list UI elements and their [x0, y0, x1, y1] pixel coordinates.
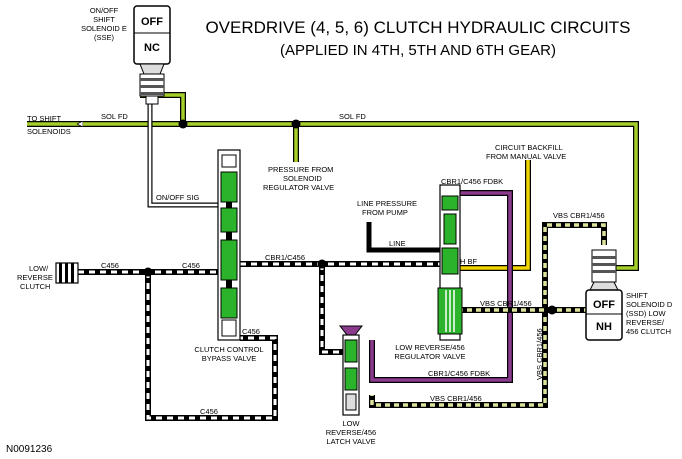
- circuit-backfill-label-2: FROM MANUAL VALVE: [486, 152, 566, 161]
- latch-valve-label-1: LOW: [342, 419, 360, 428]
- exh-bf-label: EXH BF: [450, 257, 478, 266]
- solenoid-e-state-top: OFF: [141, 16, 163, 28]
- on-off-sig-line: [147, 100, 218, 208]
- c456-circuit: [78, 259, 440, 421]
- solenoid-e-label-2: SHIFT: [93, 15, 115, 24]
- solenoid-d-label-4: REVERSE/: [626, 318, 665, 327]
- diagram-title: OVERDRIVE (4, 5, 6) CLUTCH HYDRAULIC CIR…: [205, 18, 630, 37]
- vbs-cbr1-456-vert-label: VBS CBR1/456: [535, 328, 544, 380]
- line-pressure-label-1: LINE PRESSURE: [357, 199, 417, 208]
- vbs-circuit: [369, 222, 607, 408]
- solenoid-d-state-top: OFF: [593, 299, 615, 311]
- solenoid-e-state-bottom: NC: [144, 42, 160, 54]
- on-off-sig-label: ON/OFF SIG: [156, 193, 200, 202]
- line-pressure-label-2: FROM PUMP: [362, 208, 408, 217]
- low-reverse-clutch: [55, 262, 79, 284]
- clutch-control-label-2: BYPASS VALVE: [202, 354, 257, 363]
- cbr1-c456-label: CBR1/C456: [265, 253, 305, 262]
- latch-valve-label-2: REVERSE/456: [326, 428, 376, 437]
- low-reverse-regulator-valve: [437, 184, 463, 341]
- low-reverse-reg-label-2: REGULATOR VALVE: [394, 352, 465, 361]
- low-reverse-clutch-label-3: CLUTCH: [20, 282, 50, 291]
- backfill-circuit: [440, 160, 531, 271]
- line-pressure-circuit: [366, 222, 440, 253]
- c456-lower-label: C456: [242, 327, 260, 336]
- vbs-cbr1-456-bottom-label: VBS CBR1/456: [430, 394, 482, 403]
- figure-id: N0091236: [6, 444, 53, 455]
- c456-left-label: C456: [101, 261, 119, 270]
- c456-bottom-label: C456: [200, 407, 218, 416]
- solenoid-d-state-bottom: NH: [596, 321, 612, 333]
- sol-fd-label-1: SOL FD: [101, 112, 128, 121]
- clutch-control-bypass-valve: [217, 149, 241, 341]
- solenoid-d-label-3: (SSD) LOW: [626, 309, 667, 318]
- cbr1-c456-fdbk-top-label: CBR1/C456 FDBK: [441, 177, 503, 186]
- latch-valve-label-3: LATCH VALVE: [326, 437, 375, 446]
- pressure-from-label-3: REGULATOR VALVE: [263, 183, 334, 192]
- solenoid-e-label-4: (SSE): [94, 33, 115, 42]
- circuit-backfill-label-1: CIRCUIT BACKFILL: [495, 143, 563, 152]
- solenoid-e-label-1: ON/OFF: [90, 6, 119, 15]
- fdbk-circuit: [369, 190, 513, 383]
- cbr1-c456-fdbk-bottom-label: CBR1/C456 FDBK: [428, 369, 490, 378]
- sol-fd-circuit: [27, 92, 639, 271]
- vbs-cbr1-456-top-label: VBS CBR1/456: [553, 211, 605, 220]
- c456-mid-label: C456: [182, 261, 200, 270]
- sol-fd-label-2: SOL FD: [339, 112, 366, 121]
- clutch-control-label-1: CLUTCH CONTROL: [194, 345, 263, 354]
- solenoid-e: OFF NC: [133, 5, 171, 105]
- to-shift-solenoids-label-2: SOLENOIDS: [27, 127, 71, 136]
- low-reverse-clutch-label-1: LOW/: [29, 264, 49, 273]
- pressure-from-label-1: PRESSURE FROM: [268, 165, 333, 174]
- solenoid-d-label-5: 456 CLUTCH: [626, 327, 671, 336]
- solenoid-d-label-2: SOLENOID D: [626, 300, 673, 309]
- solenoid-d-label-1: SHIFT: [626, 291, 648, 300]
- low-reverse-clutch-label-2: REVERSE: [17, 273, 53, 282]
- low-reverse-latch-valve: [338, 325, 364, 416]
- low-reverse-reg-label-1: LOW REVERSE/456: [395, 343, 465, 352]
- pressure-from-label-2: SOLENOID: [283, 174, 322, 183]
- line-label: LINE: [389, 239, 406, 248]
- to-shift-solenoids-label-1: TO SHIFT: [27, 114, 61, 123]
- solenoid-d: OFF NH: [585, 249, 623, 341]
- vbs-cbr1-456-mid-label: VBS CBR1/456: [480, 299, 532, 308]
- diagram-subtitle: (APPLIED IN 4TH, 5TH AND 6TH GEAR): [280, 42, 556, 59]
- solenoid-e-label-3: SOLENOID E: [81, 24, 127, 33]
